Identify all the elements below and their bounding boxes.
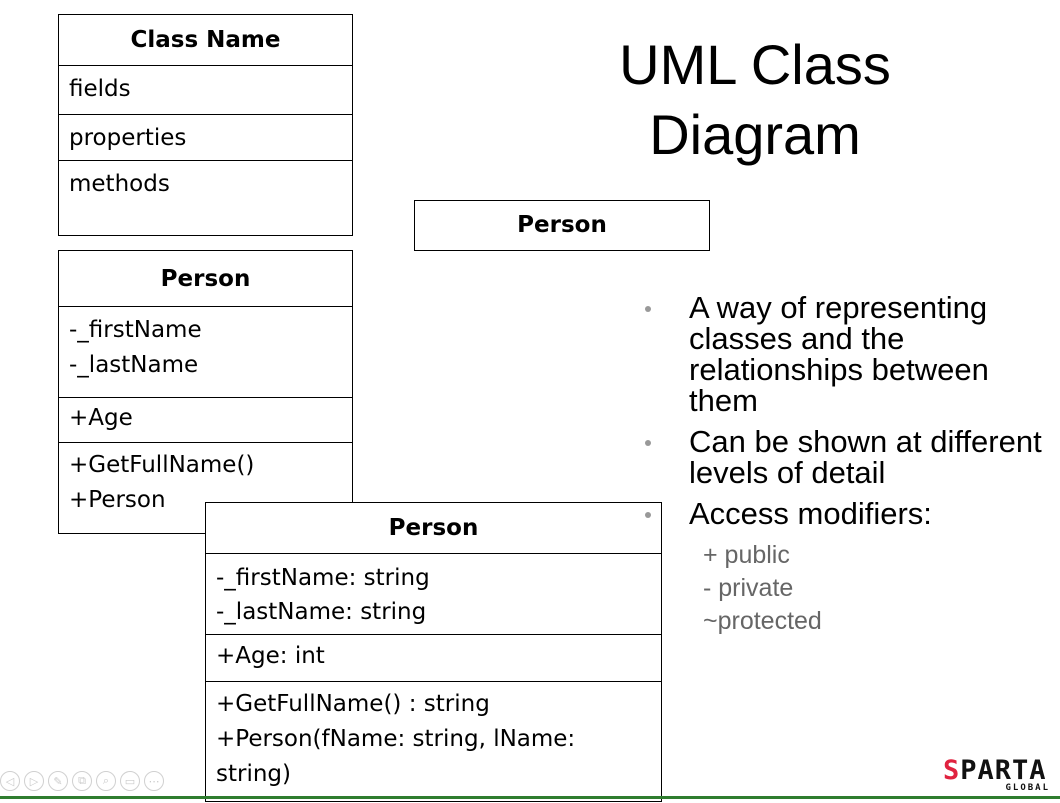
modifier-public: + public — [703, 541, 790, 569]
fields-section: -_firstName: string -_lastName: string — [206, 554, 661, 635]
logo-wordmark: SPARTA — [943, 755, 1047, 786]
pen-icon[interactable]: ✎ — [48, 771, 68, 791]
method-item: string) — [216, 761, 291, 787]
methods-section: +GetFullName() +Person — [59, 443, 352, 533]
fields-section: fields — [59, 66, 352, 115]
class-name-header: Person — [206, 503, 661, 554]
method-item: +Person — [69, 487, 166, 513]
class-name-header: Class Name — [59, 15, 352, 66]
property-item: +Age: int — [216, 643, 325, 669]
bullet-dot-icon — [645, 306, 651, 312]
zoom-icon[interactable]: ⌕ — [96, 771, 116, 791]
class-name-header: Person — [517, 212, 607, 238]
modifier-protected: ~protected — [703, 607, 822, 635]
bullet-item: A way of representing classes and the re… — [645, 292, 1045, 416]
field-item: -_lastName: string — [216, 599, 427, 625]
bullet-text: Access modifiers: — [689, 496, 932, 531]
sparta-global-logo: SPARTA GLOBAL — [937, 749, 1052, 797]
more-icon[interactable]: ⋯ — [144, 771, 164, 791]
properties-section: properties — [59, 115, 352, 161]
field-item: -_firstName — [69, 317, 202, 343]
method-item: +Person(fName: string, lName: — [216, 726, 576, 752]
bullet-list: A way of representing classes and the re… — [645, 292, 1045, 638]
class-name-header: Person — [59, 251, 352, 307]
fields-section: -_firstName -_lastName — [59, 307, 352, 398]
subtitles-icon[interactable]: ▭ — [120, 771, 140, 791]
uml-person-simple-box: Person — [414, 200, 710, 251]
presentation-toolbar: ◁ ▷ ✎ ⧉ ⌕ ▭ ⋯ — [0, 771, 164, 797]
uml-person-members-box: Person -_firstName -_lastName +Age +GetF… — [58, 250, 353, 534]
methods-section: methods — [69, 171, 170, 197]
field-item: -_firstName: string — [216, 565, 430, 591]
bullet-item: Can be shown at different levels of deta… — [645, 426, 1045, 488]
bullet-dot-icon — [645, 512, 651, 518]
logo-tagline: GLOBAL — [1005, 783, 1050, 793]
properties-section: +Age — [59, 398, 352, 443]
copy-icon[interactable]: ⧉ — [72, 771, 92, 791]
bullet-text: A way of representing classes and the re… — [689, 290, 989, 418]
bottom-border — [0, 796, 1060, 799]
methods-section: +GetFullName() : string +Person(fName: s… — [206, 682, 661, 803]
properties-section: +Age: int — [206, 635, 661, 682]
bullet-item: Access modifiers: — [645, 498, 1045, 529]
prev-icon[interactable]: ◁ — [0, 771, 20, 791]
next-icon[interactable]: ▷ — [24, 771, 44, 791]
bullet-dot-icon — [645, 440, 651, 446]
modifier-private: - private — [703, 574, 794, 602]
method-item: +GetFullName() — [69, 452, 255, 478]
field-item: -_lastName — [69, 352, 199, 378]
bullet-text: Can be shown at different levels of deta… — [689, 424, 1042, 490]
property-item: +Age — [69, 405, 133, 431]
uml-template-box: Class Name fields properties methods — [58, 14, 353, 236]
uml-person-typed-box: Person -_firstName: string -_lastName: s… — [205, 502, 662, 802]
method-item: +GetFullName() : string — [216, 691, 490, 717]
